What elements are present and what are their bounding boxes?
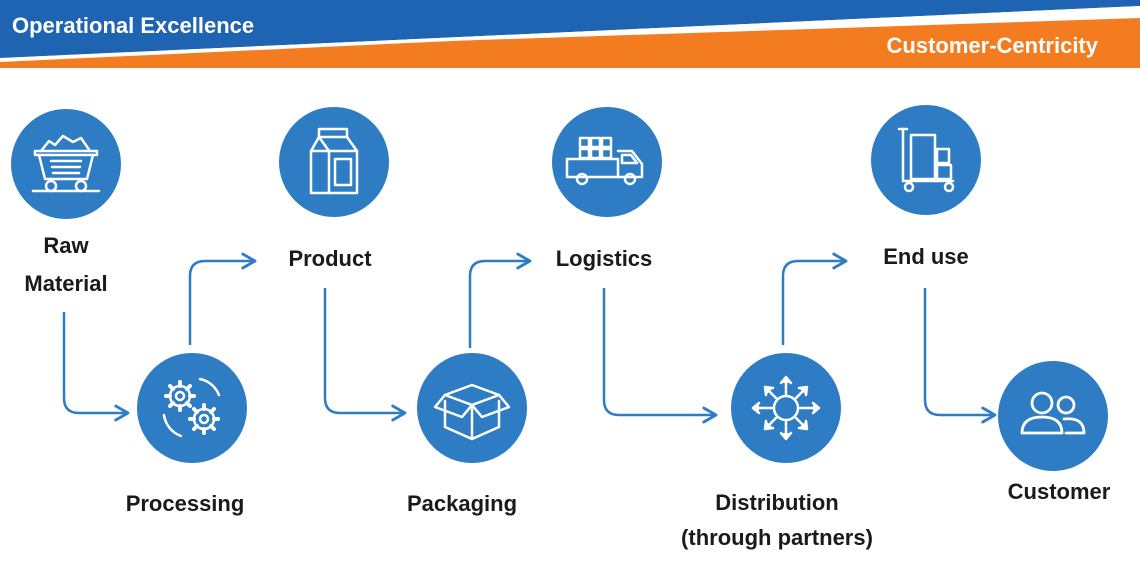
logistics-label-text: Logistics	[555, 246, 653, 271]
distribution-label-line1: Distribution	[715, 490, 839, 515]
arrow-logistics-to-distribution	[602, 288, 718, 424]
product-node	[279, 107, 389, 217]
banner-title-operational-excellence: Operational Excellence	[12, 13, 255, 38]
arrow-packaging-to-logistics	[468, 252, 532, 348]
arrow-product-to-packaging	[323, 288, 407, 422]
product-label-text: Product	[288, 246, 372, 271]
milk-carton-icon	[309, 127, 359, 195]
distribution-node	[731, 353, 841, 463]
distribution-label-line2: (through partners)	[681, 525, 873, 550]
logistics-node	[552, 107, 662, 217]
logistics-label: Logistics	[529, 240, 679, 278]
arrow-distribution-to-end-use	[781, 252, 848, 345]
raw-material-label-line1: Raw	[43, 233, 89, 258]
banner-orange-band	[0, 18, 1140, 68]
processing-label-text: Processing	[125, 491, 245, 516]
mine-cart-icon	[31, 134, 101, 193]
end-use-node	[871, 105, 981, 215]
delivery-truck-icon	[565, 136, 644, 186]
processing-label: Processing	[110, 485, 260, 523]
banner-blue-band	[0, 0, 1140, 58]
banner-white-stripe	[0, 6, 1140, 62]
end-use-label: End use	[851, 238, 1001, 276]
packaging-label-text: Packaging	[406, 491, 518, 516]
processing-node	[137, 353, 247, 463]
gears-icon	[162, 377, 221, 438]
arrow-end-use-to-customer	[923, 288, 997, 424]
banner-title-customer-centricity: Customer-Centricity	[886, 33, 1098, 58]
distribution-label: Distribution (through partners)	[666, 485, 888, 555]
product-label: Product	[255, 240, 405, 278]
raw-material-label: Raw Material	[14, 227, 118, 303]
arrow-raw-to-processing	[62, 312, 130, 422]
arrow-processing-to-product	[188, 252, 257, 345]
customer-node	[998, 361, 1108, 471]
hand-trolley-icon	[897, 127, 955, 193]
raw-material-label-line2: Material	[24, 271, 108, 296]
packaging-label: Packaging	[387, 485, 537, 523]
packaging-node	[417, 353, 527, 463]
header-banner	[0, 0, 1140, 68]
end-use-label-text: End use	[883, 244, 969, 269]
customer-label-text: Customer	[1007, 479, 1111, 504]
customer-label: Customer	[984, 473, 1134, 511]
distribution-hub-icon	[751, 375, 821, 441]
open-box-icon	[433, 383, 511, 441]
raw-material-node	[11, 109, 121, 219]
customers-icon	[1020, 391, 1086, 435]
